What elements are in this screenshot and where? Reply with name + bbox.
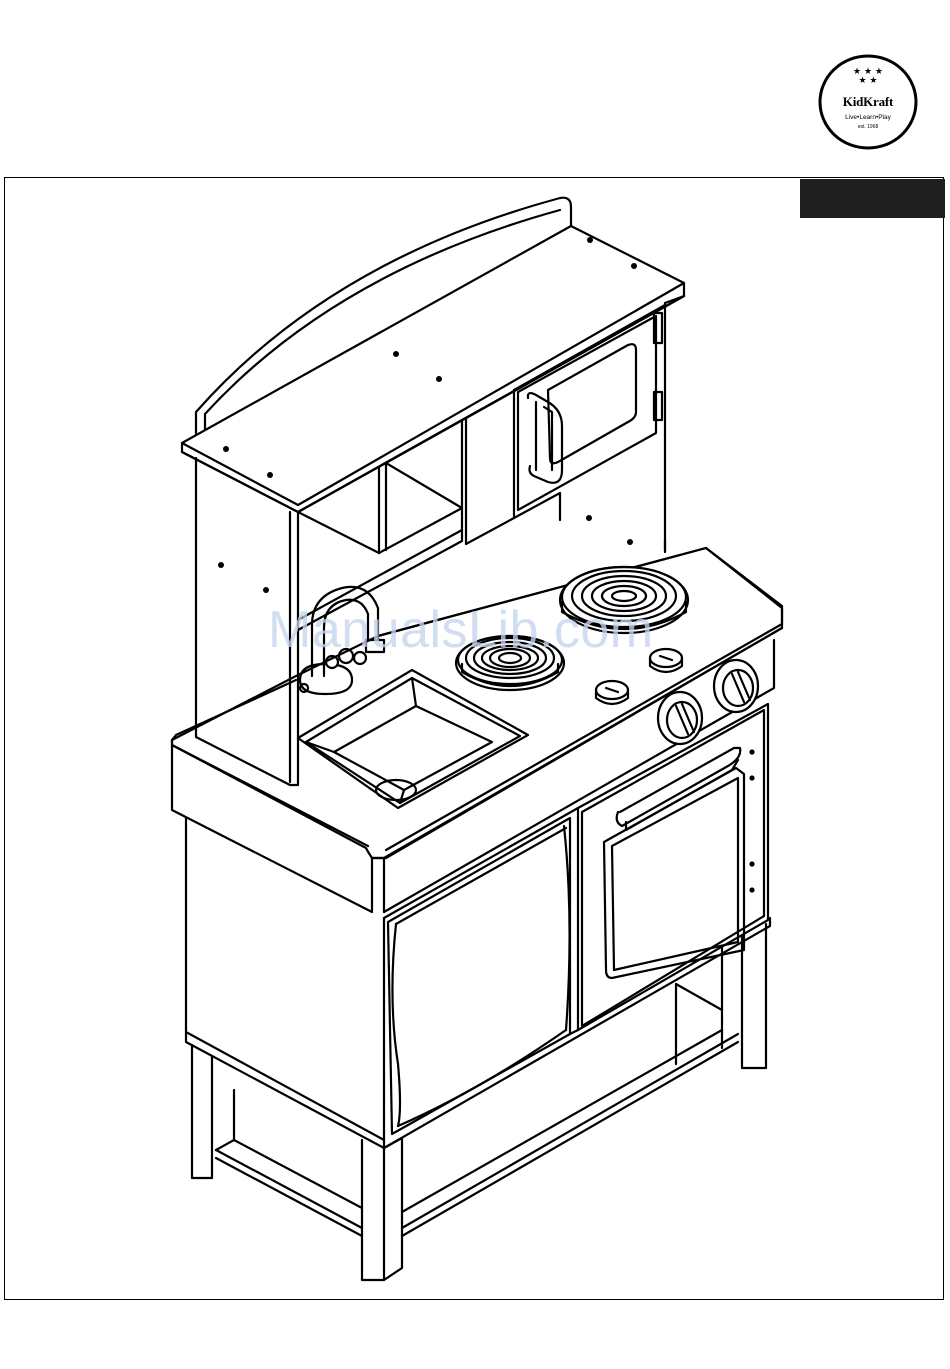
stove-knobs [658, 660, 758, 744]
manualslib-watermark: ManualsLib.com [268, 600, 698, 660]
